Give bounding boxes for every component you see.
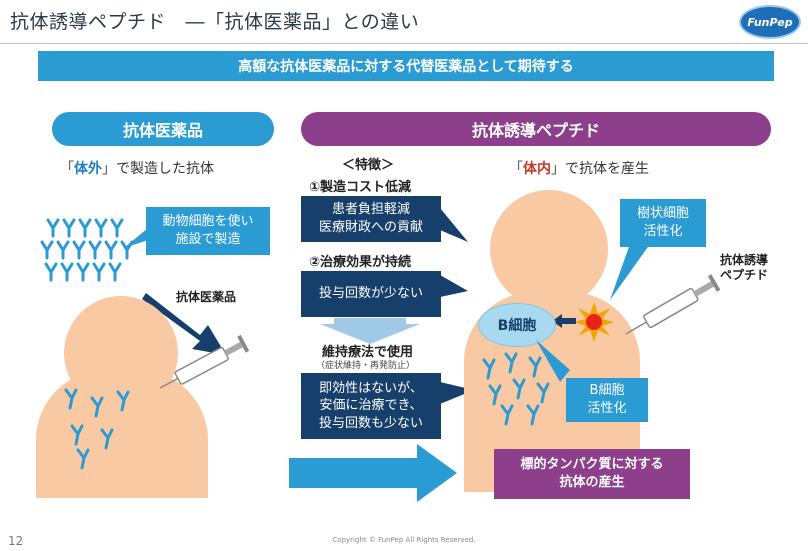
activation-burst-icon — [574, 302, 614, 342]
antibody-peptide-pill: 抗体誘導ペプチド — [301, 112, 771, 146]
right-person-head — [490, 190, 608, 308]
features-heading: ＜特徴＞ — [342, 158, 395, 173]
funpep-logo: FunPep — [739, 5, 801, 39]
dendritic-callout-pointer — [610, 244, 650, 300]
page-number: 12 — [8, 534, 24, 548]
big-right-arrow-icon — [289, 444, 457, 502]
left-subtitle: 「体外」で製造した抗体 — [60, 161, 214, 177]
header-divider — [0, 43, 808, 44]
left-arrow-icon — [552, 314, 576, 328]
feature-1-title: ①製造コスト低減 — [309, 180, 412, 195]
maintenance-pointer — [440, 382, 474, 404]
right-syringe-icon — [625, 274, 721, 335]
maintenance-subtitle: （症状維持・再発防止） — [316, 361, 416, 371]
feature-1-pointer — [440, 208, 468, 242]
left-manufacture-callout: 動物細胞を使い施設で製造 — [146, 207, 270, 255]
feature-2-pointer — [440, 275, 468, 297]
left-callout-pointer — [124, 228, 148, 248]
feature-1-box: 患者負担軽減医療財政への貢献 — [301, 196, 441, 242]
peptide-label-line1: 抗体誘導 — [720, 253, 769, 267]
down-arrow-icon — [320, 318, 420, 344]
summary-banner: 高額な抗体医薬品に対する代替医薬品として期待する — [38, 51, 774, 81]
right-body-antibodies-icon — [482, 352, 550, 426]
bcell-callout-pointer — [536, 340, 570, 382]
antibody-drug-pill: 抗体医薬品 — [52, 112, 274, 146]
antibody-cluster-icon — [40, 218, 134, 282]
maintenance-title: 維持療法で使用 — [322, 345, 414, 360]
maintenance-box: 即効性はないが、安価に治療でき、投与回数も少ない — [301, 373, 441, 439]
feature-2-title: ②治療効果が持続 — [309, 255, 412, 270]
left-person-body — [36, 370, 208, 498]
left-syringe-icon — [159, 334, 250, 389]
right-subtitle: 「体内」で抗体を産生 — [509, 161, 649, 177]
page-title: 抗体誘導ペプチド ―「抗体医薬品」との違い — [10, 11, 420, 33]
feature-2-box: 投与回数が少ない — [301, 271, 441, 317]
bcell-activation-callout: B細胞活性化 — [566, 378, 648, 422]
injection-arrow-icon — [142, 293, 226, 355]
b-cell: B細胞 — [478, 303, 556, 347]
peptide-label-line2: ペプチド — [720, 268, 769, 282]
left-body-antibodies-icon — [64, 388, 130, 470]
left-drug-label: 抗体医薬品 — [176, 290, 237, 304]
copyright: Copyright © FunPep All Rights Reserved. — [332, 536, 476, 544]
dendritic-cell-callout: 樹状細胞活性化 — [620, 199, 706, 247]
antibody-production-box: 標的タンパク質に対する抗体の産生 — [494, 449, 690, 499]
